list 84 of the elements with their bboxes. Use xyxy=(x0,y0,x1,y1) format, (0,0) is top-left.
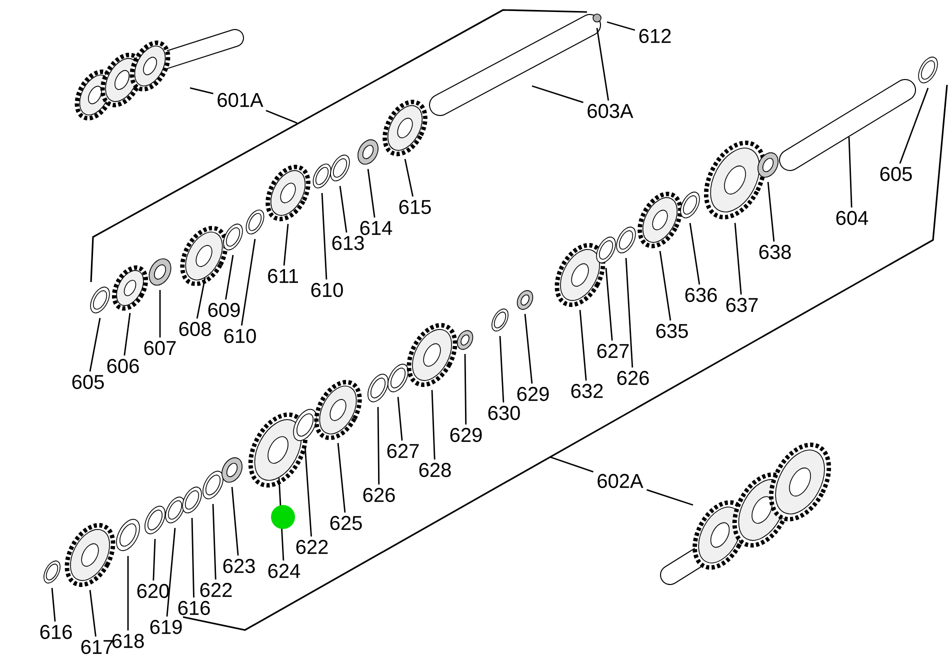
leader-line xyxy=(266,110,298,124)
leader-line xyxy=(124,312,131,356)
callout-number: 623 xyxy=(223,558,255,574)
leader-line xyxy=(321,192,328,280)
callout-number: 627 xyxy=(597,344,629,358)
leader-line xyxy=(283,224,289,266)
leader-line xyxy=(397,396,403,441)
leader-line xyxy=(431,390,436,460)
callout-number: 626 xyxy=(363,488,395,502)
leader-line xyxy=(605,268,613,341)
callout-number: 604 xyxy=(836,210,868,226)
callout-number: 605 xyxy=(880,166,912,182)
leader-line xyxy=(899,88,929,164)
leader-line xyxy=(152,538,156,581)
leader-line xyxy=(231,486,239,556)
callout-number: 613 xyxy=(332,236,364,250)
callout-number: 620 xyxy=(137,584,169,598)
callout-number: 622 xyxy=(200,582,232,598)
callout-number: 632 xyxy=(571,384,603,398)
leader-line xyxy=(196,278,206,319)
leader-line xyxy=(304,446,312,537)
callout-number: 618 xyxy=(112,634,144,648)
leader-line xyxy=(767,182,775,242)
leader-line xyxy=(225,254,234,300)
leader-line xyxy=(166,528,176,617)
callout-number: 624 xyxy=(268,564,300,578)
callout-number: 612 xyxy=(639,28,671,44)
callout-number: 608 xyxy=(179,322,211,336)
leader-line xyxy=(404,158,414,197)
leader-line xyxy=(337,442,346,513)
leader-line xyxy=(848,136,852,208)
callout-number: 605 xyxy=(72,374,104,390)
leader-line xyxy=(625,258,634,368)
leader-line xyxy=(579,310,587,381)
leader-line xyxy=(606,21,636,31)
callout-number: 638 xyxy=(759,244,791,260)
callout-number: 635 xyxy=(656,324,688,338)
callout-number: 610 xyxy=(224,328,256,344)
callout-number: 616 xyxy=(178,600,210,616)
leader-line xyxy=(377,406,380,485)
leader-line xyxy=(89,590,96,637)
leader-line xyxy=(127,556,129,631)
callout-number: 610 xyxy=(311,282,343,298)
callout-number: 626 xyxy=(617,370,649,386)
callout-number: 601A xyxy=(218,92,264,108)
leader-line xyxy=(524,314,533,384)
callout-number: 609 xyxy=(208,302,240,318)
leader-line xyxy=(596,28,610,101)
leader-line xyxy=(339,186,348,233)
callout-number: 611 xyxy=(268,268,298,284)
callout-number: 627 xyxy=(387,444,419,458)
callout-number: 630 xyxy=(488,406,520,420)
leader-line xyxy=(51,588,56,622)
callout-number: 636 xyxy=(685,288,717,302)
callout-number: 629 xyxy=(450,428,482,442)
leader-line xyxy=(191,518,194,598)
leader-line xyxy=(367,168,376,218)
callout-number: 625 xyxy=(330,516,362,530)
callout-number: 617 xyxy=(81,640,113,654)
callout-number: 607 xyxy=(144,340,176,356)
leader-line xyxy=(89,318,101,372)
leader-line xyxy=(212,504,216,580)
callout-number: 619 xyxy=(150,620,182,634)
leader-line xyxy=(734,222,742,295)
callout-number: 616 xyxy=(40,624,72,640)
callout-number: 602A xyxy=(598,474,644,488)
leader-line xyxy=(646,489,694,506)
leader-line xyxy=(689,222,700,285)
leader-line xyxy=(499,336,504,403)
callout-number: 615 xyxy=(399,200,431,214)
callout-number: 637 xyxy=(726,298,758,312)
callout-number: 629 xyxy=(517,386,549,402)
leader-line xyxy=(240,238,256,326)
leader-line xyxy=(550,456,594,472)
callout-number: 628 xyxy=(419,462,451,478)
callout-number: 603A xyxy=(588,104,634,118)
leader-line xyxy=(159,290,161,338)
leader-line xyxy=(190,87,214,94)
callout-number: 614 xyxy=(360,220,392,236)
callout-number: 622 xyxy=(296,540,328,554)
callout-number: 606 xyxy=(107,358,139,374)
leader-line xyxy=(659,250,672,321)
leader-line xyxy=(532,85,584,104)
leader-line xyxy=(464,354,467,425)
